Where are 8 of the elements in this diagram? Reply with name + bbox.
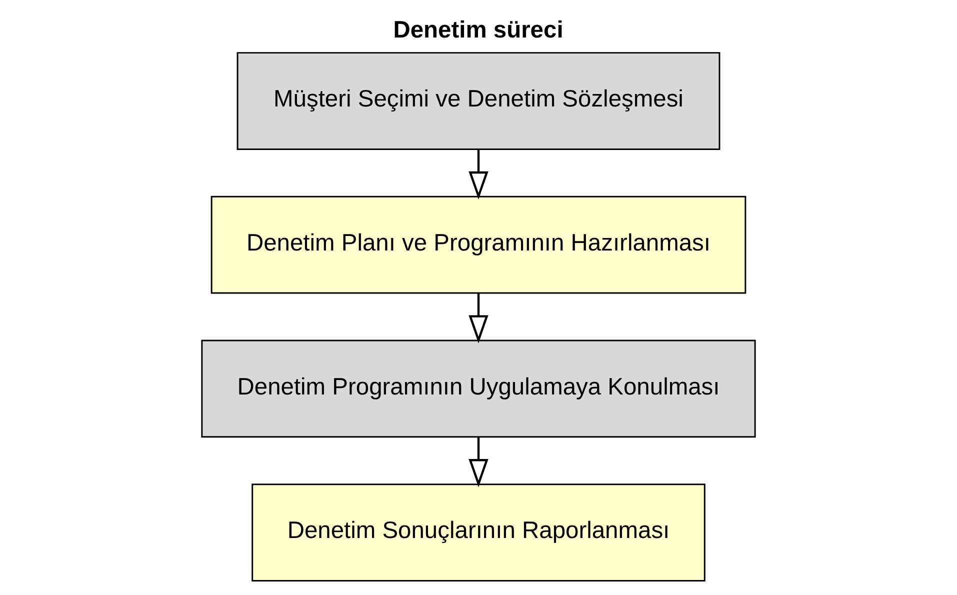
diagram-title: Denetim süreci <box>393 18 564 44</box>
node-box: Denetim Planı ve Programının Hazırlanması <box>210 196 746 294</box>
arrow <box>468 293 488 344</box>
node-box: Denetim Sonuçlarının Raporlanması <box>252 484 706 582</box>
arrow <box>468 437 488 488</box>
node-box: Denetim Programının Uygulamaya Konulması <box>201 340 756 438</box>
node-box: Müşteri Seçimi ve Denetim Sözleşmesi <box>236 52 720 150</box>
arrow <box>468 149 488 200</box>
